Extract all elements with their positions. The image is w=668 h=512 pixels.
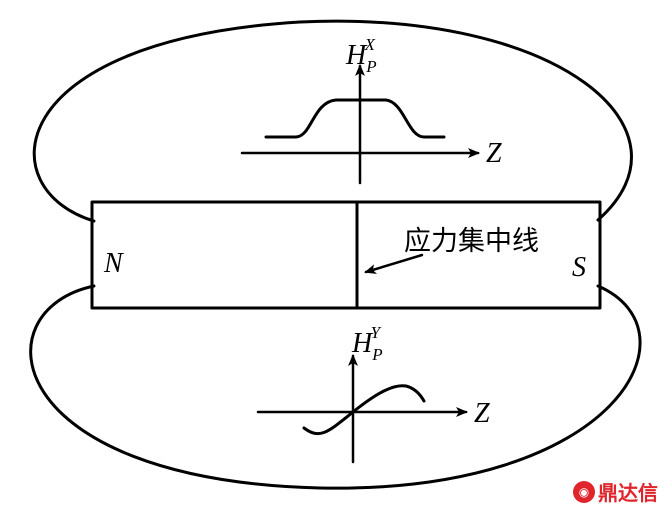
bottom-plot-curve [302, 384, 426, 435]
lower-field-loop [29, 284, 642, 490]
watermark-text: 鼎达信 [598, 481, 658, 505]
top-axis-label: HPX [345, 35, 377, 76]
bottom-axis-label: HPY [351, 323, 383, 364]
watermark-logo-icon: ◉ [573, 480, 595, 503]
top-plot-curve [264, 98, 446, 139]
north-pole-label: N [103, 248, 124, 279]
south-pole-label: S [572, 252, 586, 283]
magnet-bar [90, 200, 602, 310]
upper-field-loop [32, 19, 633, 223]
stress-line-label: 应力集中线 [404, 226, 539, 257]
stress-line-pointer [364, 253, 424, 274]
bottom-z-axis-label: Z [474, 398, 490, 429]
top-z-axis-label: Z [486, 138, 502, 169]
watermark: ◉ 鼎达信 [573, 477, 658, 506]
